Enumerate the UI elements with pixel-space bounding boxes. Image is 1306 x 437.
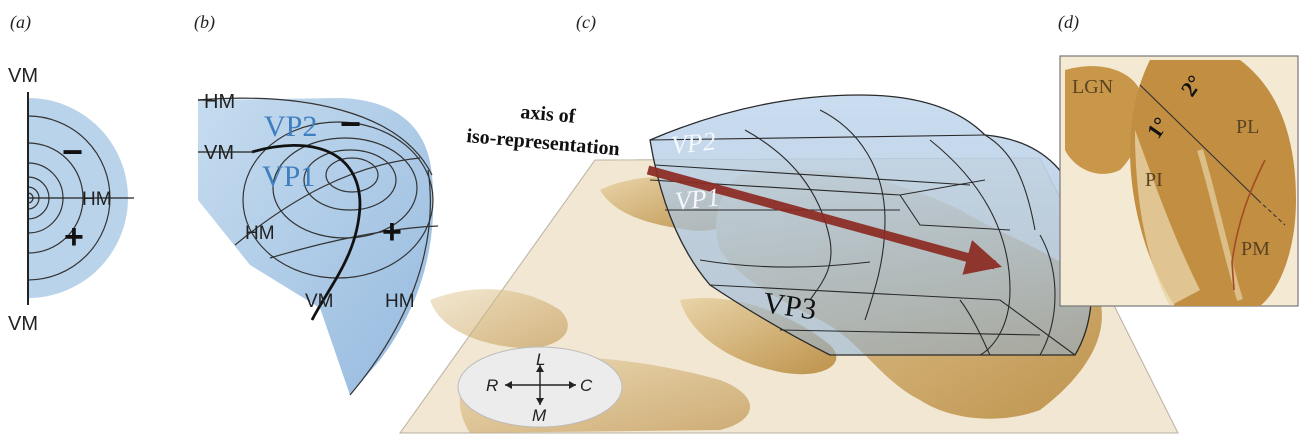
panel-c-vp2: VP2 bbox=[670, 126, 718, 160]
panel-d-pl: PL bbox=[1236, 116, 1259, 138]
panel-c: (c) L M R C bbox=[399, 12, 1179, 434]
panel-c-compass: L M R C bbox=[457, 346, 623, 428]
panel-d-pm: PM bbox=[1241, 238, 1270, 260]
compass-left-label: R bbox=[486, 376, 498, 395]
axis-label-line1: axis of bbox=[520, 101, 577, 128]
panel-b-hm-mid: HM bbox=[245, 223, 275, 244]
panel-b-vm-left: VM bbox=[204, 142, 234, 164]
compass-right-label: C bbox=[580, 376, 593, 395]
panel-b-label: (b) bbox=[194, 12, 215, 33]
panel-d-tissue bbox=[1065, 60, 1296, 306]
panel-c-vp3: VP3 bbox=[761, 286, 818, 326]
panel-a-vm-top: VM bbox=[8, 65, 38, 87]
panel-b: (b) HM VM VP2 VP1 − HM + VM HM bbox=[194, 12, 439, 396]
panel-b-minus: − bbox=[340, 103, 361, 144]
panel-b-field bbox=[198, 98, 434, 395]
panel-b-plus: + bbox=[382, 213, 402, 251]
compass-top-label: L bbox=[536, 350, 545, 369]
panel-c-label: (c) bbox=[576, 12, 596, 33]
axis-label-line2: iso-representation bbox=[466, 125, 621, 160]
panel-a-plus: + bbox=[64, 218, 84, 256]
panel-d: (d) LGN 1° 2° PL PI PM bbox=[1058, 12, 1299, 307]
panel-b-hm-top: HM bbox=[204, 91, 235, 113]
panel-d-pi: PI bbox=[1145, 169, 1163, 191]
panel-b-vp1: VP1 bbox=[262, 160, 315, 193]
axis-arrow bbox=[646, 165, 1002, 275]
panel-b-hm-bottom: HM bbox=[385, 291, 415, 312]
panel-c-vp1: VP1 bbox=[674, 182, 722, 216]
panel-b-vp2: VP2 bbox=[264, 110, 317, 143]
panel-d-label: (d) bbox=[1058, 12, 1079, 33]
panel-d-lgn: LGN bbox=[1072, 76, 1113, 98]
panel-a-vm-bottom: VM bbox=[8, 313, 38, 335]
panel-a-hm: HM bbox=[82, 189, 112, 210]
panel-b-vp1-border bbox=[251, 144, 362, 321]
panel-b-vm-bottom: VM bbox=[305, 291, 334, 312]
panel-d-borders bbox=[1139, 84, 1286, 291]
panel-a-minus: − bbox=[62, 131, 83, 172]
compass-bottom-label: M bbox=[532, 406, 547, 425]
panel-a: (a) VM VM HM − + bbox=[8, 12, 134, 335]
panel-a-label: (a) bbox=[10, 12, 31, 33]
panel-c-slab bbox=[649, 94, 1093, 356]
panel-b-isolines bbox=[197, 97, 439, 396]
